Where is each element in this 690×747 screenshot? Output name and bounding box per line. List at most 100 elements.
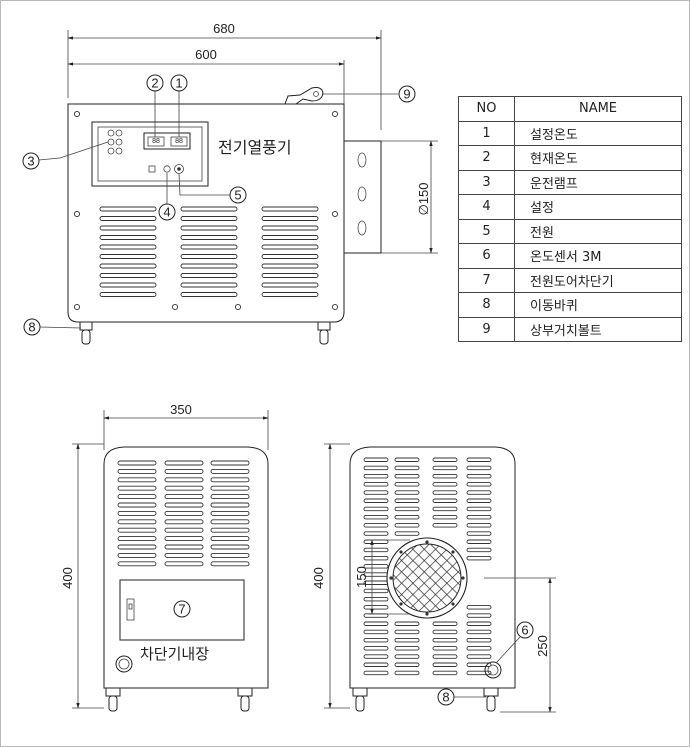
svg-text:88: 88 <box>152 138 160 145</box>
louver-slot <box>363 564 389 569</box>
louver-slot <box>261 273 319 278</box>
top-mount-bolt <box>284 87 324 105</box>
louver-slot <box>432 506 458 512</box>
louver-slot <box>210 544 250 550</box>
svg-text:88: 88 <box>175 138 183 145</box>
louver-slot <box>164 510 204 516</box>
louver-slot <box>363 555 389 561</box>
rear-wheels <box>352 687 499 712</box>
rear-louvers <box>363 457 492 676</box>
rear-view: 400 150 250 <box>311 443 556 713</box>
louver-slot <box>363 482 389 487</box>
row-name: 전원 <box>514 218 682 244</box>
louver-slot <box>432 662 458 667</box>
dim-label-rear-400: 400 <box>311 567 326 589</box>
louver-slot <box>210 527 250 533</box>
louver-slot <box>261 292 319 297</box>
louver-slot <box>394 637 420 643</box>
louver-slot <box>394 670 420 676</box>
svg-text:4: 4 <box>163 205 170 220</box>
louver-slot <box>363 646 389 651</box>
louver-slot <box>394 514 420 520</box>
row-name: 설정 <box>514 194 682 220</box>
louver-slot <box>363 490 389 495</box>
callouts: 1 2 3 4 5 6 7 8 8 9 <box>22 74 534 706</box>
louver-slot <box>394 629 420 635</box>
front-body <box>67 103 345 323</box>
side-louvers <box>117 460 250 567</box>
louver-slot <box>117 510 157 516</box>
louver-slot <box>466 613 492 618</box>
louver-slot <box>363 670 389 676</box>
louver-slot <box>180 282 238 288</box>
louver-slot <box>394 646 420 651</box>
row-no: 9 <box>458 316 515 342</box>
louver-slot <box>99 263 157 269</box>
louver-slot <box>432 482 458 487</box>
louver-slot <box>363 637 389 643</box>
louver-slot <box>261 216 319 221</box>
row-name: 전원도어차단기 <box>514 267 682 293</box>
louver-slot <box>466 473 492 479</box>
callout-6 <box>516 621 534 639</box>
louver-slot <box>117 477 157 483</box>
louver-slot <box>466 555 492 561</box>
louver-slot <box>466 637 492 643</box>
louver-slot <box>180 206 238 212</box>
louver-slot <box>363 654 389 659</box>
louver-slot <box>180 254 238 259</box>
louver-slot <box>210 460 250 466</box>
rear-body <box>349 446 516 689</box>
louver-slot <box>363 506 389 512</box>
louver-slot <box>394 473 420 479</box>
louver-slot <box>432 498 458 503</box>
louver-slot <box>180 273 238 278</box>
louver-slot <box>432 629 458 635</box>
louver-slot <box>363 465 389 471</box>
louver-slot <box>466 629 492 635</box>
louver-slot <box>117 485 157 491</box>
louver-slot <box>466 547 492 553</box>
louver-slot <box>164 536 204 542</box>
louver-slot <box>164 544 204 550</box>
louver-slot <box>210 561 250 567</box>
louver-slot <box>210 536 250 542</box>
louver-slot <box>164 494 204 500</box>
louver-slot <box>164 502 204 508</box>
louver-slot <box>394 523 420 528</box>
louver-slot <box>432 646 458 651</box>
louver-slot <box>210 519 250 525</box>
front-wheels <box>79 321 331 345</box>
louver-slot <box>394 506 420 512</box>
front-louvers <box>99 206 319 297</box>
louver-slot <box>363 547 389 553</box>
row-name: 현재온도 <box>514 145 682 171</box>
svg-text:2: 2 <box>151 76 158 91</box>
dim-label-680: 680 <box>213 21 235 36</box>
louver-slot <box>180 225 238 231</box>
louver-slot <box>99 216 157 221</box>
louver-slot <box>466 531 492 536</box>
svg-text:8: 8 <box>28 320 35 335</box>
louver-slot <box>432 514 458 520</box>
svg-text:9: 9 <box>403 87 410 102</box>
louver-slot <box>261 254 319 259</box>
svg-text:6: 6 <box>521 623 528 638</box>
breaker-door <box>119 579 245 641</box>
louver-slot <box>394 457 420 462</box>
louver-slot <box>99 235 157 240</box>
louver-slot <box>363 605 389 610</box>
louver-slot <box>432 457 458 462</box>
louver-slot <box>432 621 458 626</box>
callout-3 <box>22 152 40 170</box>
louver-slot <box>261 235 319 240</box>
louver-slot <box>180 244 238 250</box>
svg-text:3: 3 <box>27 154 34 169</box>
louver-slot <box>363 629 389 635</box>
louver-slot <box>117 494 157 500</box>
louver-slot <box>432 465 458 471</box>
